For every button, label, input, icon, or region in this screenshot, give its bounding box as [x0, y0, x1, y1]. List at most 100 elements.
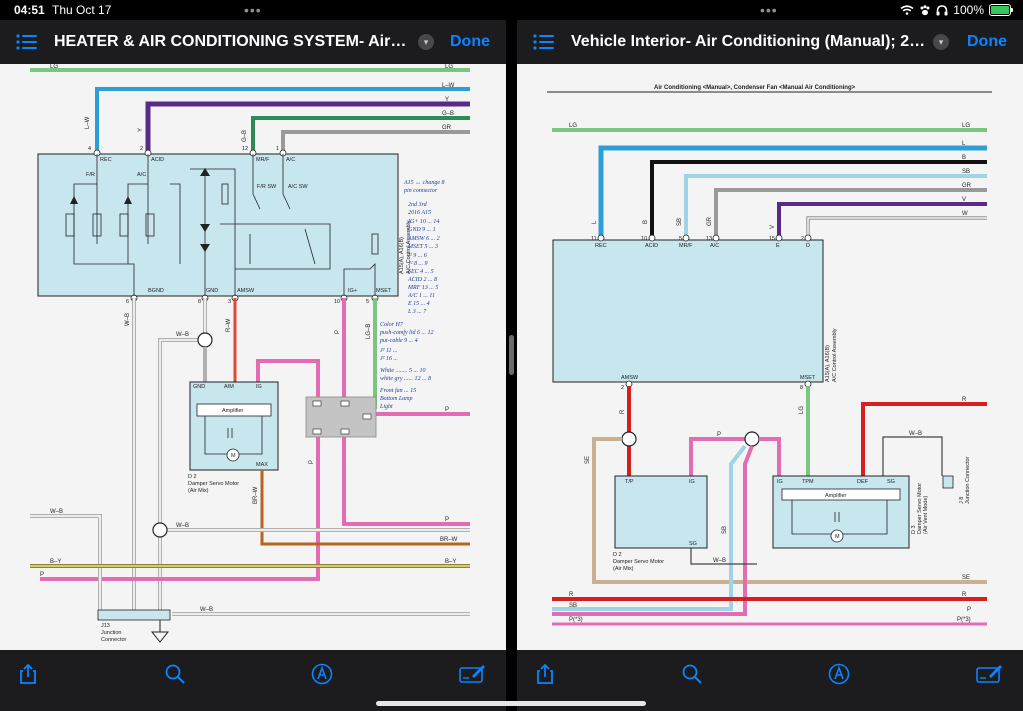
handwritten-note: GND 9 ... 1 — [408, 227, 436, 233]
list-icon[interactable] — [533, 32, 555, 52]
done-button[interactable]: Done — [967, 33, 1007, 50]
handwritten-note: 2016 A15 — [408, 210, 431, 216]
home-indicator[interactable] — [376, 701, 646, 706]
title-menu-chevron-icon[interactable]: ▾ — [933, 34, 949, 50]
svg-text:P: P — [445, 517, 449, 523]
svg-text:R–W: R–W — [226, 318, 232, 332]
svg-text:Amplifier: Amplifier — [222, 408, 244, 414]
svg-text:13: 13 — [706, 236, 712, 242]
svg-text:LG: LG — [445, 64, 453, 70]
svg-text:R: R — [962, 592, 967, 598]
split-view-handle[interactable] — [509, 335, 514, 375]
svg-text:DEF: DEF — [857, 479, 869, 485]
svg-text:(Air Mix): (Air Mix) — [613, 566, 634, 572]
svg-text:LG: LG — [569, 123, 577, 129]
svg-text:LG: LG — [962, 123, 970, 129]
right-toolbar — [517, 650, 1023, 711]
svg-text:A/C: A/C — [710, 243, 719, 249]
svg-text:8: 8 — [800, 385, 803, 391]
svg-text:SB: SB — [962, 169, 970, 175]
svg-text:SE: SE — [585, 456, 591, 464]
status-date: Thu Oct 17 — [52, 3, 112, 17]
left-multitask-dots[interactable]: ••• — [244, 2, 262, 18]
svg-text:Y: Y — [445, 97, 449, 103]
svg-text:8: 8 — [198, 299, 201, 305]
svg-text:IG+: IG+ — [348, 288, 357, 294]
svg-text:P(*3): P(*3) — [569, 617, 583, 623]
markup-pen-icon[interactable] — [310, 662, 334, 686]
svg-text:A/C: A/C — [286, 157, 295, 163]
svg-text:B: B — [962, 155, 966, 161]
svg-text:10: 10 — [334, 299, 340, 305]
svg-text:F/R SW: F/R SW — [257, 184, 277, 190]
right-multitask-dots[interactable]: ••• — [760, 2, 778, 18]
svg-text:5: 5 — [366, 299, 369, 305]
svg-text:W: W — [962, 211, 968, 217]
svg-text:P: P — [445, 407, 449, 413]
left-document-page[interactable]: .t{font-size:6px;fill:#222}.tb{font-size… — [0, 64, 506, 650]
done-button[interactable]: Done — [450, 33, 490, 50]
wiring-diagram-left: .t{font-size:6px;fill:#222}.tb{font-size… — [30, 64, 470, 643]
svg-text:A/C Control Assembly: A/C Control Assembly — [832, 328, 838, 382]
annotate-icon[interactable] — [458, 662, 486, 686]
svg-text:4: 4 — [88, 146, 91, 152]
svg-text:M: M — [231, 453, 236, 459]
svg-text:3: 3 — [228, 299, 231, 305]
handwritten-note: ACID 2 ... 8 — [407, 277, 437, 283]
svg-text:2: 2 — [140, 146, 143, 152]
svg-text:IG: IG — [777, 479, 783, 485]
search-icon[interactable] — [680, 662, 704, 686]
left-navbar: HEATER & AIR CONDITIONING SYSTEM- Air Co… — [0, 20, 506, 64]
svg-text:SE: SE — [962, 575, 970, 581]
annotate-icon[interactable] — [975, 662, 1003, 686]
svg-text:MR/F: MR/F — [679, 243, 693, 249]
search-icon[interactable] — [163, 662, 187, 686]
battery-percent: 100% — [953, 3, 984, 17]
svg-text:MAX: MAX — [256, 462, 268, 468]
svg-text:LG: LG — [799, 406, 805, 414]
svg-text:B: B — [643, 220, 649, 224]
svg-text:11: 11 — [591, 236, 597, 242]
handwritten-note: White ........ 5 ... 10 — [380, 368, 426, 374]
svg-text:R: R — [569, 592, 574, 598]
document-title: HEATER & AIR CONDITIONING SYSTEM- Air Co… — [54, 33, 409, 50]
svg-text:A/C: A/C — [137, 172, 146, 178]
handwritten-note: IG+ 10 ... 14 — [407, 218, 439, 225]
markup-pen-icon[interactable] — [827, 662, 851, 686]
title-menu-chevron-icon[interactable]: ▾ — [418, 34, 434, 50]
svg-text:V: V — [770, 225, 776, 229]
svg-text:W–B: W–B — [200, 607, 213, 613]
handwritten-note: E 15 ... 4 — [407, 300, 430, 307]
svg-text:5: 5 — [679, 236, 682, 242]
svg-text:L: L — [592, 220, 598, 224]
svg-text:P: P — [335, 330, 341, 334]
share-icon[interactable] — [16, 662, 40, 686]
right-document-page[interactable]: .t{font-size:6px;fill:#222}.tb{font-size… — [517, 64, 1023, 650]
svg-text:MSET: MSET — [376, 288, 392, 294]
share-icon[interactable] — [533, 662, 557, 686]
svg-text:J13: J13 — [101, 623, 110, 629]
handwritten-note: pin connector — [403, 188, 438, 194]
split-view-divider[interactable] — [506, 0, 517, 711]
handwritten-note: Front fan ... 15 — [379, 387, 416, 394]
svg-text:P: P — [967, 607, 971, 613]
handwritten-note: L 3 ... 7 — [407, 309, 427, 315]
list-icon[interactable] — [16, 32, 38, 52]
svg-text:LG: LG — [50, 64, 58, 70]
svg-text:L–W: L–W — [85, 116, 91, 129]
handwritten-note: push-comfy lid 6 ... 12 — [379, 329, 434, 336]
svg-text:P: P — [40, 572, 44, 578]
handwritten-note: Color H7 — [380, 322, 404, 328]
svg-text:A/C SW: A/C SW — [288, 184, 308, 190]
svg-text:BR–W: BR–W — [440, 537, 458, 543]
svg-text:M: M — [835, 534, 840, 540]
svg-text:BR–W: BR–W — [253, 486, 259, 504]
handwritten-note: MSET 5 ... 3 — [407, 244, 438, 250]
svg-text:AMSW: AMSW — [237, 288, 255, 294]
svg-text:L–W: L–W — [442, 83, 455, 89]
svg-text:E: E — [776, 243, 780, 249]
status-bar: 04:51 Thu Oct 17 ••• ••• 100% — [0, 0, 1023, 20]
svg-text:D 2: D 2 — [188, 474, 197, 480]
svg-text:P(*3): P(*3) — [957, 617, 971, 623]
